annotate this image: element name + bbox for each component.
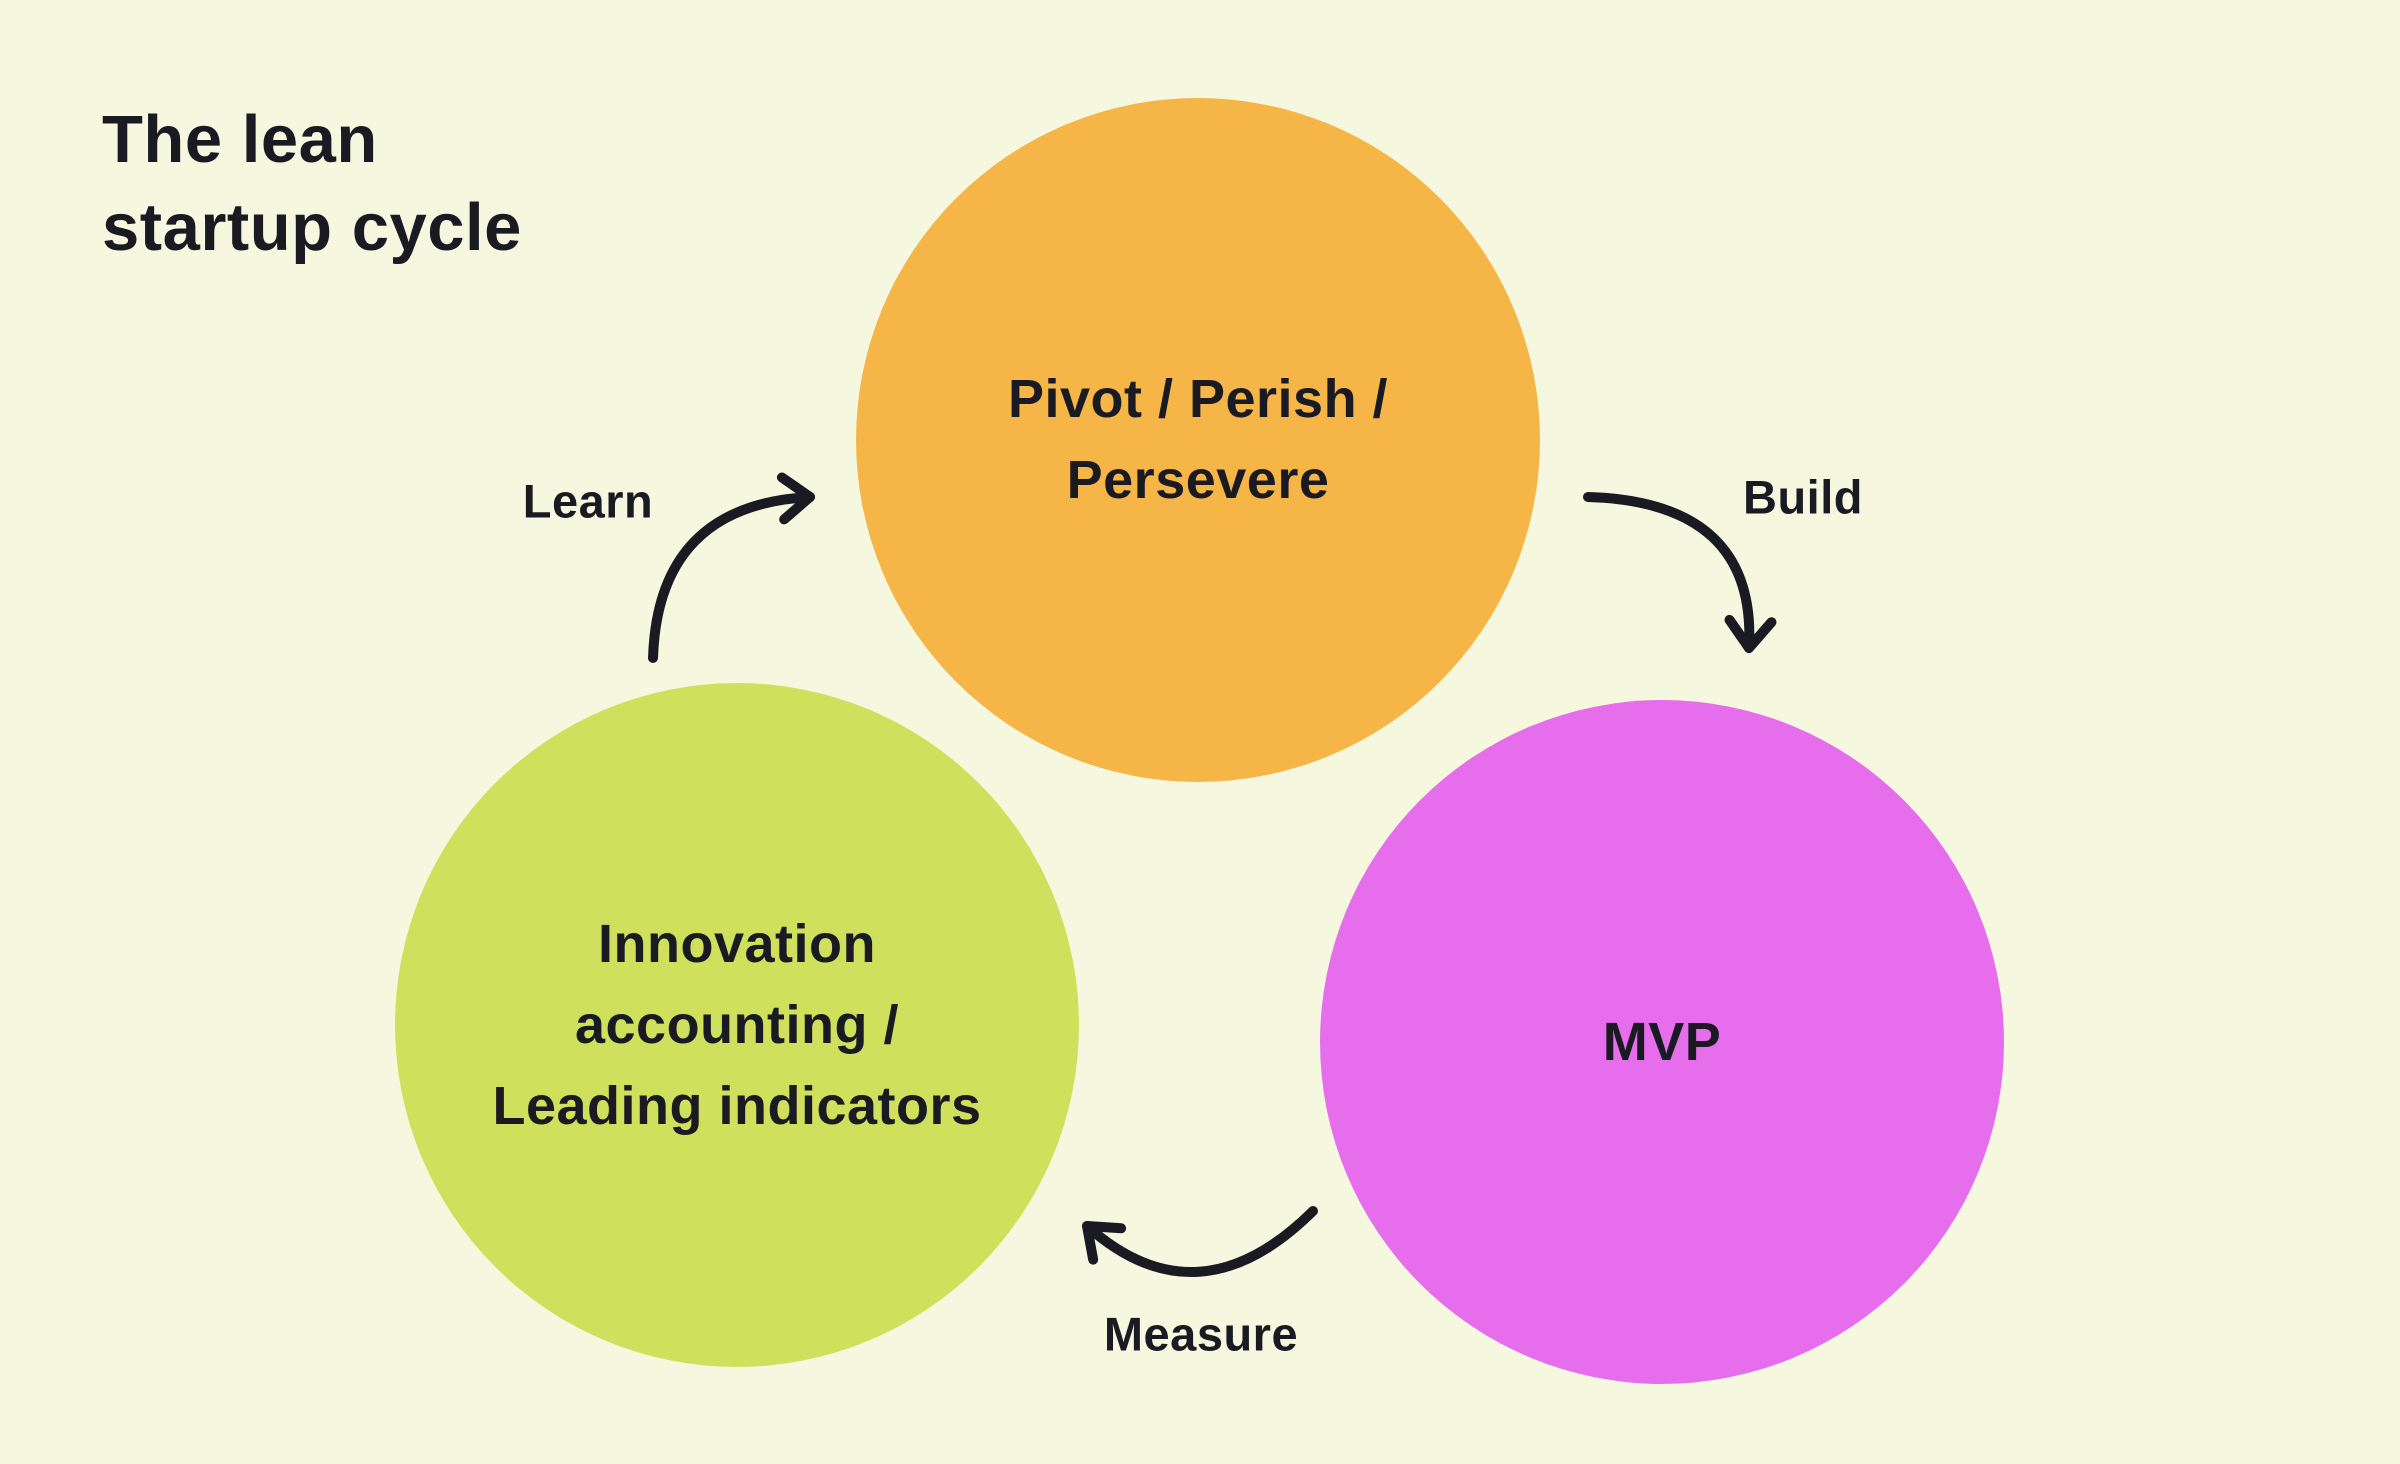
node-label-line: Leading indicators bbox=[492, 1075, 982, 1136]
node-mvp: MVP bbox=[1320, 700, 2004, 1384]
learn-arrow-icon bbox=[648, 472, 815, 663]
build-arrow-icon bbox=[1583, 492, 1777, 653]
edge-label-measure: Measure bbox=[1103, 1307, 1299, 1361]
node-pivot-perish-persevere: Pivot / Perish / Persevere bbox=[856, 98, 1540, 782]
node-label-line: MVP bbox=[1602, 1011, 1722, 1072]
page-title-line-1: The lean bbox=[102, 102, 378, 177]
node-label-line: Innovation bbox=[598, 913, 876, 974]
page-title-line-2: startup cycle bbox=[102, 190, 522, 265]
edge-label-build: Build bbox=[1743, 470, 1863, 524]
edge-label-learn: Learn bbox=[522, 474, 654, 528]
node-innovation-accounting: Innovation accounting / Leading indicato… bbox=[395, 683, 1079, 1367]
page-title: The lean startup cycle bbox=[102, 96, 522, 272]
node-label-line: Persevere bbox=[1066, 450, 1330, 510]
node-label-line: Pivot / Perish / bbox=[1007, 369, 1389, 429]
node-label-line: accounting / bbox=[574, 994, 899, 1055]
measure-arrow-icon bbox=[1082, 1206, 1318, 1278]
